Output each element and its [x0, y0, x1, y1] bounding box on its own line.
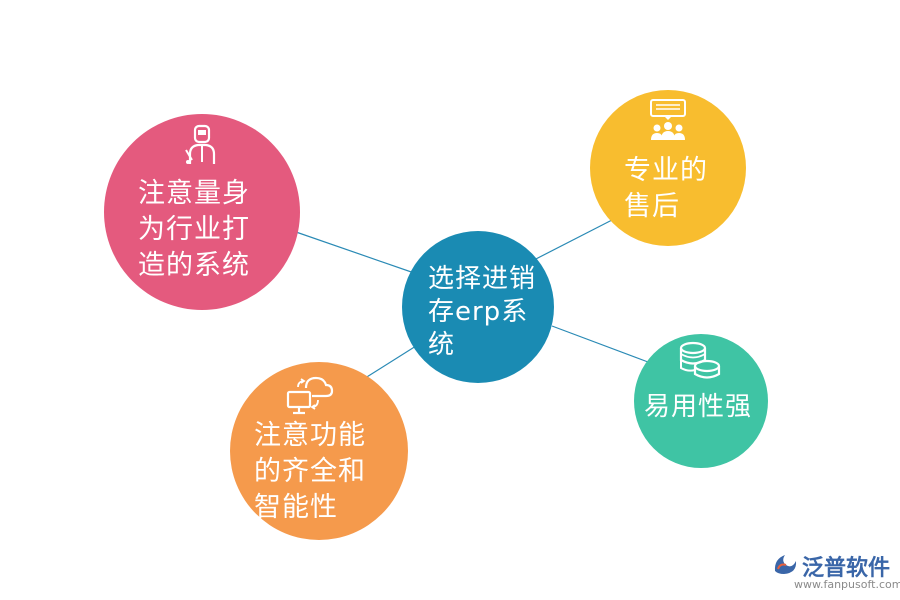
coins-stack-icon: [678, 340, 722, 386]
node-label-top-left: 注意量身为行业打造的系统: [138, 178, 250, 281]
connector-bottom-left: [361, 345, 417, 381]
brand-name: 泛普软件: [802, 556, 891, 581]
center-label: 选择进销存erp系统: [428, 264, 537, 360]
node-functionality: 注意功能的齐全和智能性: [230, 362, 408, 540]
cloud-computer-icon: [286, 372, 334, 420]
connector-bottom-right: [551, 325, 649, 363]
node-label-bottom-left: 注意功能的齐全和智能性: [254, 420, 366, 523]
node-label-bottom-right: 易用性强: [644, 392, 753, 422]
node-label-top-right: 专业的售后: [624, 155, 708, 222]
fanpu-logo-icon: [772, 551, 798, 581]
connector-top-right: [529, 219, 613, 263]
connector-top-left: [295, 231, 421, 276]
welder-icon: [184, 124, 220, 172]
node-industry-tailored: 注意量身为行业打造的系统: [104, 114, 300, 310]
center-node: 选择进销存erp系统: [402, 231, 554, 383]
brand-url: www.fanpusoft.com: [794, 578, 900, 591]
support-team-icon: [648, 98, 688, 146]
brand-logo: 泛普软件 www.fanpusoft.com: [772, 550, 900, 591]
node-after-sales: 专业的售后: [590, 90, 746, 246]
node-ease-of-use: 易用性强: [634, 334, 768, 468]
